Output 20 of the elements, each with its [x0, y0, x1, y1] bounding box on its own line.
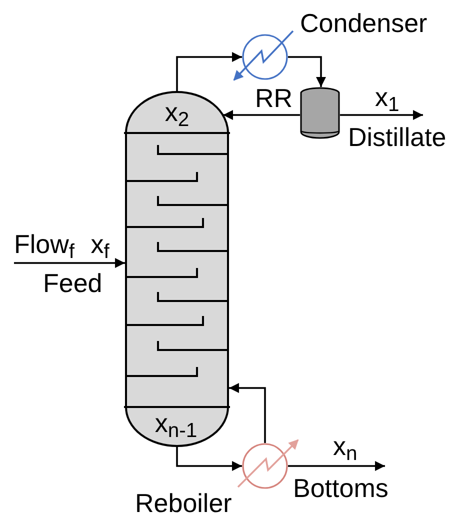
- equipment-label: Condenser: [300, 10, 428, 36]
- heat-exchanger-symbol: [242, 34, 288, 80]
- equipment-label: Reboiler: [135, 490, 232, 516]
- flow-arrow: [340, 110, 423, 120]
- composition-label: x$_{2}$: [164, 99, 190, 125]
- flow-arrow: [288, 461, 385, 471]
- stream-name: Distillate: [348, 124, 446, 150]
- stream-name: Bottoms: [293, 475, 388, 501]
- flow-arrow: [229, 383, 266, 443]
- flow-arrow: [223, 110, 300, 120]
- flow-arrow: [176, 446, 242, 471]
- flow-arrow: [288, 56, 326, 87]
- flow-arrow: [14, 258, 125, 268]
- stream-name: Feed: [43, 270, 102, 296]
- stream-label: Flow$_{f}$ x$_{f}$: [14, 231, 110, 257]
- distillation-column: [125, 91, 229, 447]
- heat-exchanger-symbol: [242, 443, 288, 489]
- flow-arrow: [176, 52, 242, 92]
- composition-label: x$_{n-1}$: [154, 410, 198, 436]
- reflux-drum: [300, 87, 340, 139]
